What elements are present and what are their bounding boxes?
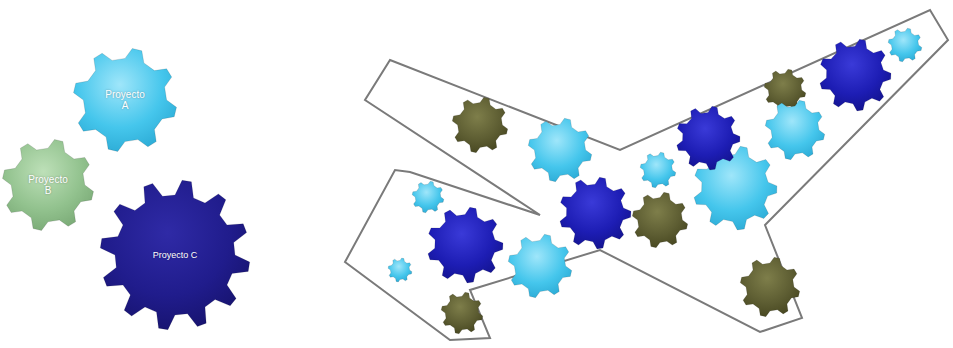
gear (428, 207, 503, 283)
gear (388, 258, 412, 282)
gear (100, 180, 249, 329)
project-gear: Proyecto C (100, 180, 250, 330)
gear (528, 118, 591, 181)
gear (74, 49, 177, 152)
gear (508, 234, 571, 297)
project-label: Proyecto B (26, 174, 70, 197)
gear (888, 28, 922, 62)
gear-cluster (388, 28, 922, 334)
gear (765, 100, 824, 159)
gear-label-holder: Proyecto A (73, 48, 177, 152)
gear (640, 152, 676, 188)
gear-label-holder: Proyecto B (2, 139, 94, 231)
gear (560, 177, 631, 249)
project-gear: Proyecto B (2, 139, 94, 231)
gear (632, 192, 687, 247)
gear (452, 97, 507, 152)
airplane-outline (345, 10, 948, 340)
project-label: Proyecto A (102, 89, 148, 112)
gear (441, 292, 483, 334)
gear (677, 106, 740, 170)
gear (412, 181, 444, 213)
gear (3, 140, 94, 231)
gear (740, 257, 799, 316)
gear-label-holder: Proyecto C (100, 180, 250, 330)
project-gear: Proyecto A (73, 48, 177, 152)
project-label: Proyecto C (130, 250, 220, 260)
gear (820, 39, 891, 111)
